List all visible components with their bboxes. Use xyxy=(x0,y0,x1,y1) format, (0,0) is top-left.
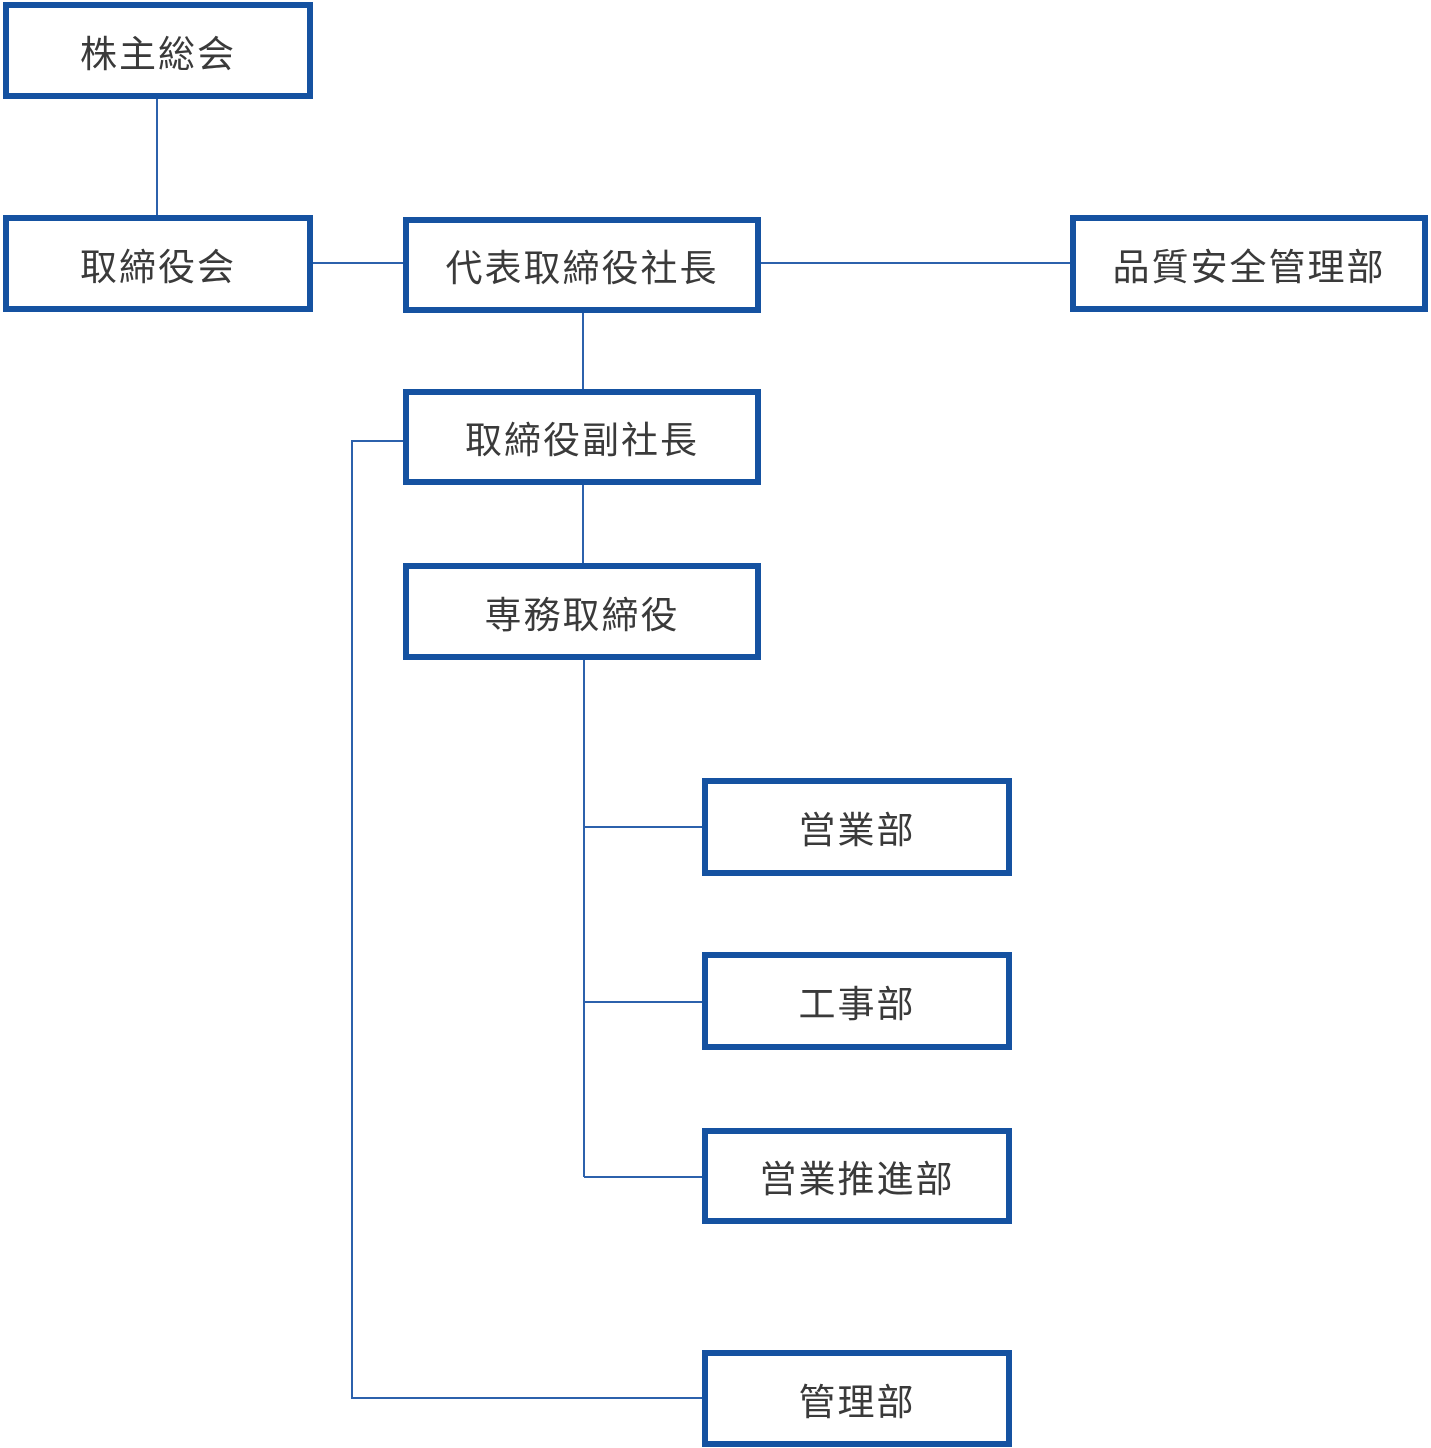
org-node-construction-dept: 工事部 xyxy=(702,952,1012,1050)
org-node-label: 管理部 xyxy=(798,1381,916,1423)
connector-president-quality xyxy=(761,262,1070,264)
connector-left-rail xyxy=(351,440,353,1399)
org-node-label: 営業推進部 xyxy=(759,1159,955,1200)
org-node-president: 代表取締役社長 xyxy=(403,217,761,313)
org-node-label: 取締役副社長 xyxy=(465,420,699,461)
org-node-label: 工事部 xyxy=(798,984,916,1025)
org-node-label: 代表取締役社長 xyxy=(445,248,719,289)
connector-branch-sales xyxy=(584,826,702,828)
org-node-admin-dept: 管理部 xyxy=(702,1350,1012,1447)
org-node-senior-managing-director: 専務取締役 xyxy=(403,563,761,660)
connector-branch-admin xyxy=(351,1397,702,1399)
connector-board-president xyxy=(313,262,403,264)
org-node-label: 営業部 xyxy=(798,810,916,851)
connector-branch-sales-promotion xyxy=(584,1176,703,1178)
org-node-quality-safety-dept: 品質安全管理部 xyxy=(1070,215,1428,312)
connector-vice-president-senior-md xyxy=(582,485,584,563)
org-node-label: 取締役会 xyxy=(80,246,236,288)
connector-vice-president-stub xyxy=(351,440,403,442)
connector-president-vice-president xyxy=(582,313,584,389)
org-node-sales-promotion-dept: 営業推進部 xyxy=(702,1128,1012,1224)
connector-shareholders-board xyxy=(156,99,158,216)
org-node-vice-president: 取締役副社長 xyxy=(403,389,761,485)
connector-senior-md-rail xyxy=(583,660,585,1177)
org-node-shareholders-meeting: 株主総会 xyxy=(3,2,313,99)
connector-branch-construction xyxy=(584,1001,702,1003)
org-node-board-of-directors: 取締役会 xyxy=(3,215,313,312)
org-node-sales-dept: 営業部 xyxy=(702,778,1012,876)
org-node-label: 専務取締役 xyxy=(484,594,680,636)
org-node-label: 株主総会 xyxy=(80,33,236,75)
org-node-label: 品質安全管理部 xyxy=(1112,246,1386,288)
